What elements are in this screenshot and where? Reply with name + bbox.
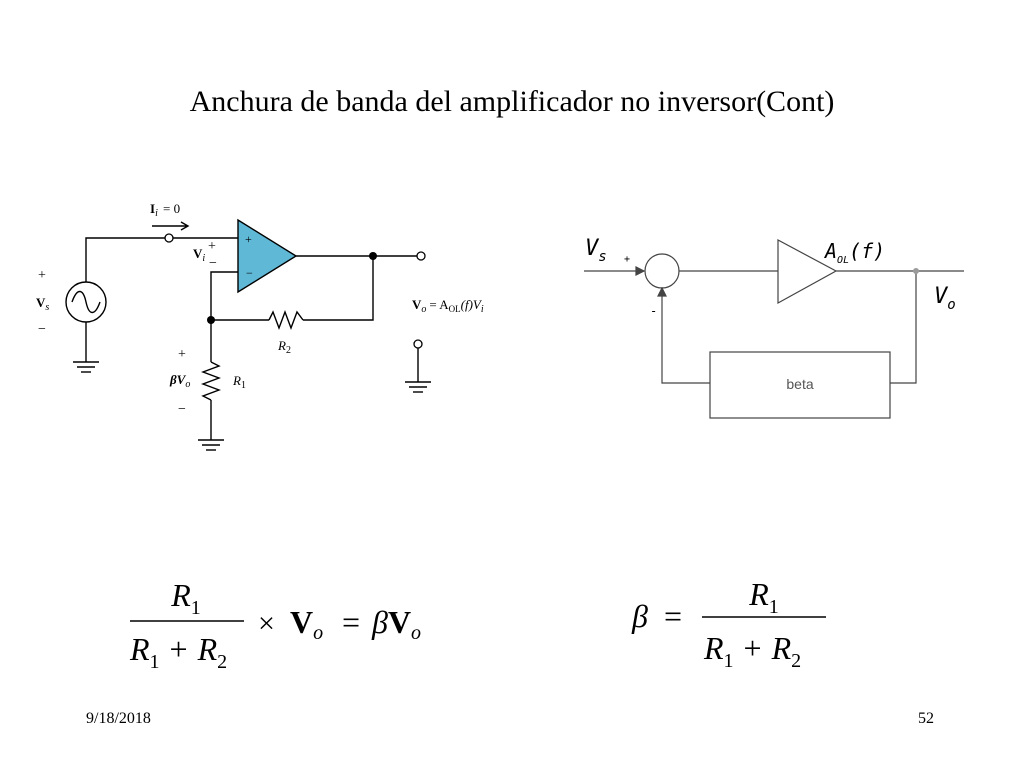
vi-plus: + — [208, 239, 216, 254]
output-expression: Vo= AOL(f)Vi — [412, 297, 484, 315]
ground-symbol-source — [73, 361, 99, 373]
bd-plus-sign: + — [624, 254, 630, 265]
r2-label: R2 — [277, 338, 291, 356]
current-arrow — [152, 221, 190, 231]
slide-page-number: 52 — [918, 710, 934, 727]
opamp-plus: + — [245, 232, 252, 246]
beta-vo-label: βVo — [169, 372, 190, 390]
ground-symbol-r1 — [198, 439, 224, 451]
eq1-vo: Vo — [290, 604, 323, 644]
eq2-beta: β — [631, 598, 648, 634]
node-feedback — [207, 316, 215, 324]
bd-feedback-right — [890, 271, 917, 384]
vi-label: Vi — [193, 246, 205, 264]
opamp-minus: − — [246, 266, 253, 280]
terminal-input — [164, 233, 174, 243]
bd-input-label: Vs — [585, 236, 607, 265]
ii-value: = 0 — [163, 201, 180, 216]
ac-sine-icon — [71, 290, 101, 314]
bd-gain-label: AOL(f) — [823, 239, 885, 266]
resistor-r1 — [201, 361, 221, 401]
vi-minus: − — [209, 256, 217, 271]
terminal-ground — [413, 339, 423, 349]
source-minus: − — [38, 322, 46, 337]
bd-output-label: Vo — [934, 284, 956, 313]
eq1-equals: = — [342, 604, 360, 640]
eq2-numerator: R1 — [748, 576, 779, 618]
eq1-numerator: R1 — [170, 577, 201, 619]
ii-label: Ii — [150, 201, 158, 219]
source-v-label: Vs — [36, 295, 49, 313]
resistor-r2 — [268, 310, 304, 330]
eq1-times: × — [258, 607, 275, 640]
eq1-denominator: R1+R2 — [129, 631, 227, 673]
eq1-beta-vo: βVo — [371, 604, 421, 644]
equation-beta: β = R1 R1+R2 — [631, 576, 826, 672]
wire-feedback-right — [303, 256, 374, 321]
bd-feedback-arrowhead — [657, 286, 667, 297]
bd-beta-block-label: beta — [786, 376, 813, 392]
r1-label: R1 — [232, 373, 246, 391]
bd-beta-block — [709, 351, 891, 419]
slide-date: 9/18/2018 — [86, 710, 151, 727]
eq2-denominator: R1+R2 — [703, 630, 801, 672]
r1-plus: + — [178, 347, 186, 362]
wire-minus-input — [210, 271, 238, 320]
r1-minus: − — [178, 402, 186, 417]
bd-input-arrowhead — [635, 266, 646, 276]
opamp-triangle — [237, 218, 298, 294]
wire-source-top — [85, 237, 165, 285]
slide-title: Anchura de banda del amplificador no inv… — [189, 85, 835, 118]
ground-symbol-output — [405, 381, 431, 393]
bd-amplifier — [777, 238, 838, 305]
bd-minus-sign: - — [650, 304, 657, 318]
bd-output-node — [913, 268, 919, 274]
equation-feedback-voltage: R1 R1+R2 × Vo = βVo — [129, 577, 421, 673]
bd-feedback-left — [661, 295, 710, 384]
source-plus: + — [38, 268, 46, 283]
node-output — [369, 252, 377, 260]
terminal-output — [416, 251, 426, 261]
eq2-equals: = — [664, 598, 682, 634]
